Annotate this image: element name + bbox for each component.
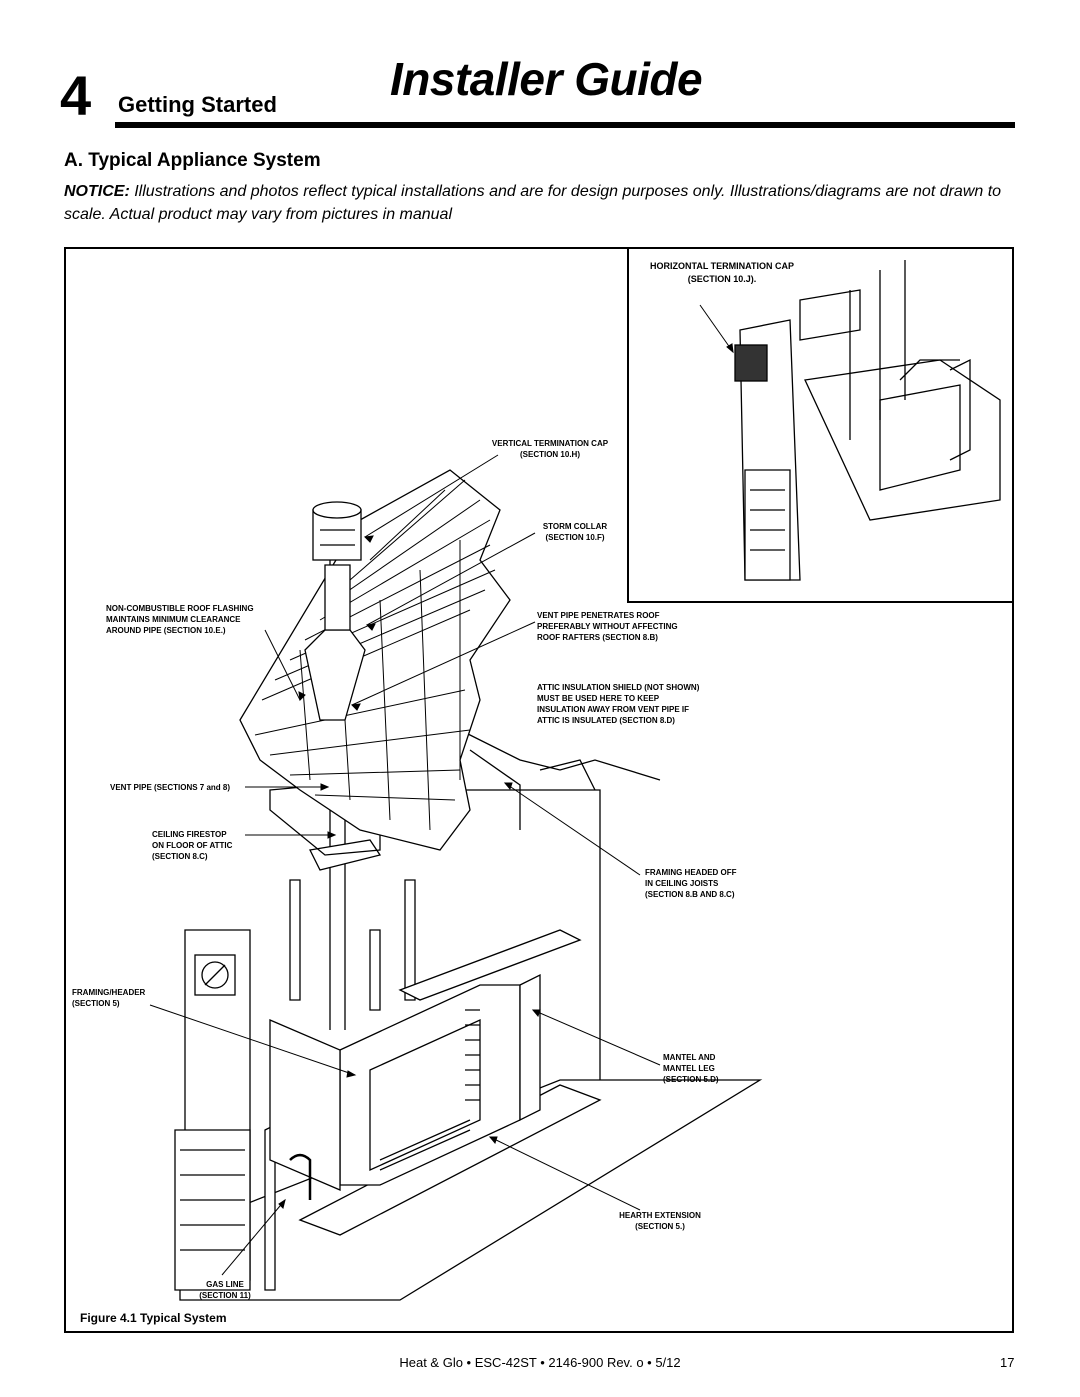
callout-vent-penetrates-roof: VENT PIPE PENETRATES ROOF PREFERABLY WIT…	[537, 611, 678, 642]
notice-label: NOTICE:	[64, 183, 130, 200]
callout-mantel: MANTEL AND MANTEL LEG (SECTION 5.D)	[663, 1053, 719, 1084]
callout-framing-header: FRAMING/HEADER (SECTION 5)	[72, 988, 146, 1008]
callout-vent-pipe: VENT PIPE (SECTIONS 7 and 8)	[110, 783, 231, 792]
figure-caption: Figure 4.1 Typical System	[80, 1311, 227, 1325]
callout-vertical-termination-cap: VERTICAL TERMINATION CAP (SECTION 10.H)	[491, 439, 609, 459]
header-rule	[115, 122, 1015, 128]
callout-gas-line: GAS LINE (SECTION 11)	[199, 1280, 251, 1300]
footer-text: Heat & Glo • ESC-42ST • 2146-900 Rev. o …	[399, 1355, 681, 1370]
callout-framing-headed-off: FRAMING HEADED OFF IN CEILING JOISTS (SE…	[645, 868, 737, 899]
notice-paragraph: NOTICE: Illustrations and photos reflect…	[64, 180, 1024, 226]
document-title: Installer Guide	[390, 53, 703, 105]
callout-horizontal-termination-cap: HORIZONTAL TERMINATION CAP (SECTION 10.J…	[650, 261, 794, 284]
callout-roof-flashing: NON-COMBUSTIBLE ROOF FLASHING MAINTAINS …	[106, 604, 254, 635]
section-title: Getting Started	[118, 92, 277, 117]
figure-frame	[64, 247, 1014, 1333]
callout-storm-collar: STORM COLLAR (SECTION 10.F)	[542, 522, 608, 542]
notice-text: Illustrations and photos reflect typical…	[64, 183, 1002, 223]
inset-horizontal-termination	[627, 247, 1014, 603]
callout-hearth-extension: HEARTH EXTENSION (SECTION 5.)	[619, 1211, 701, 1231]
section-number: 4	[60, 64, 92, 127]
callout-ceiling-firestop: CEILING FIRESTOP ON FLOOR OF ATTIC (SECT…	[152, 830, 233, 861]
page-number: 17	[1000, 1355, 1015, 1370]
callout-attic-insulation-shield: ATTIC INSULATION SHIELD (NOT SHOWN) MUST…	[537, 683, 700, 725]
subheading: A. Typical Appliance System	[64, 150, 321, 171]
